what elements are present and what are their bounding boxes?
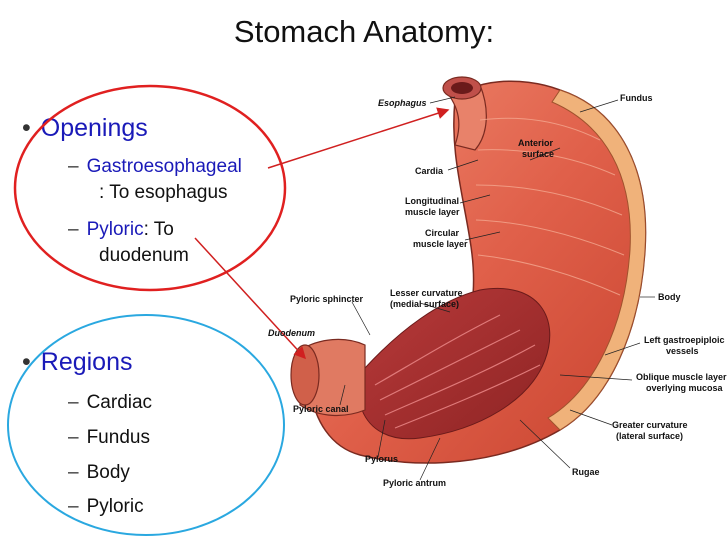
dash-icon: – (68, 392, 79, 413)
label-lesser-curvature-2: (medial surface) (390, 299, 459, 309)
dash-icon: – (68, 427, 79, 448)
duodenum-opening (290, 344, 320, 406)
label-left-gastroepiploic-2: vessels (666, 346, 699, 356)
openings-circle (13, 84, 287, 292)
label-circular-2: muscle layer (413, 239, 468, 249)
regions-heading: •Regions (22, 348, 133, 376)
page-title: Stomach Anatomy: (233, 14, 495, 49)
label-greater-curvature: Greater curvature (612, 420, 688, 430)
region-item: –Fundus (68, 427, 150, 448)
stomach-mucosa (361, 288, 551, 440)
esophagus-lumen (451, 82, 473, 94)
label-cardia: Cardia (415, 166, 444, 176)
label-pyloric-sphincter: Pyloric sphincter (290, 294, 364, 304)
label-anterior-surface: Anterior (518, 138, 554, 148)
label-oblique: Oblique muscle layer (636, 372, 727, 382)
muscle-fibers (475, 117, 625, 296)
opening-item-pyloric-desc: duodenum (99, 245, 189, 266)
label-pylorus: Pylorus (365, 454, 398, 464)
label-greater-curvature-2: (lateral surface) (616, 431, 683, 441)
label-circular: Circular (425, 228, 460, 238)
label-anterior-surface-2: surface (522, 149, 554, 159)
label-fundus: Fundus (620, 93, 653, 103)
bullet-icon: • (22, 348, 31, 376)
dash-icon: – (68, 156, 79, 177)
opening-item-gastroesophageal-desc: : To esophagus (99, 182, 228, 203)
dash-icon: – (68, 496, 79, 517)
label-lesser-curvature: Lesser curvature (390, 288, 463, 298)
label-esophagus: Esophagus (378, 98, 427, 108)
esophagus-arrow (267, 107, 450, 169)
pyloric-arrow (194, 237, 307, 360)
openings-heading: •Openings (22, 114, 148, 142)
label-pyloric-canal: Pyloric canal (293, 404, 349, 414)
dash-icon: – (68, 219, 79, 240)
region-item: –Cardiac (68, 392, 153, 413)
label-duodenum: Duodenum (268, 328, 315, 338)
label-body: Body (658, 292, 681, 302)
label-rugae: Rugae (572, 467, 600, 477)
esophagus (443, 84, 487, 151)
leader-lines (339, 96, 655, 481)
regions-circle (7, 314, 285, 536)
region-item: –Pyloric (68, 496, 144, 517)
label-oblique-2: overlying mucosa (646, 383, 724, 393)
region-item: –Body (68, 462, 130, 483)
rugae-folds (374, 314, 541, 429)
greater-curvature-band (547, 89, 647, 431)
label-pyloric-antrum: Pyloric antrum (383, 478, 446, 488)
label-left-gastroepiploic: Left gastroepiploic (644, 335, 725, 345)
bullet-icon: • (22, 114, 31, 142)
label-longitudinal: Longitudinal (405, 196, 459, 206)
opening-item-gastroesophageal: –Gastroesophageal (68, 156, 242, 177)
opening-item-pyloric: –Pyloric: To (68, 219, 174, 240)
dash-icon: – (68, 462, 79, 483)
label-longitudinal-2: muscle layer (405, 207, 460, 217)
